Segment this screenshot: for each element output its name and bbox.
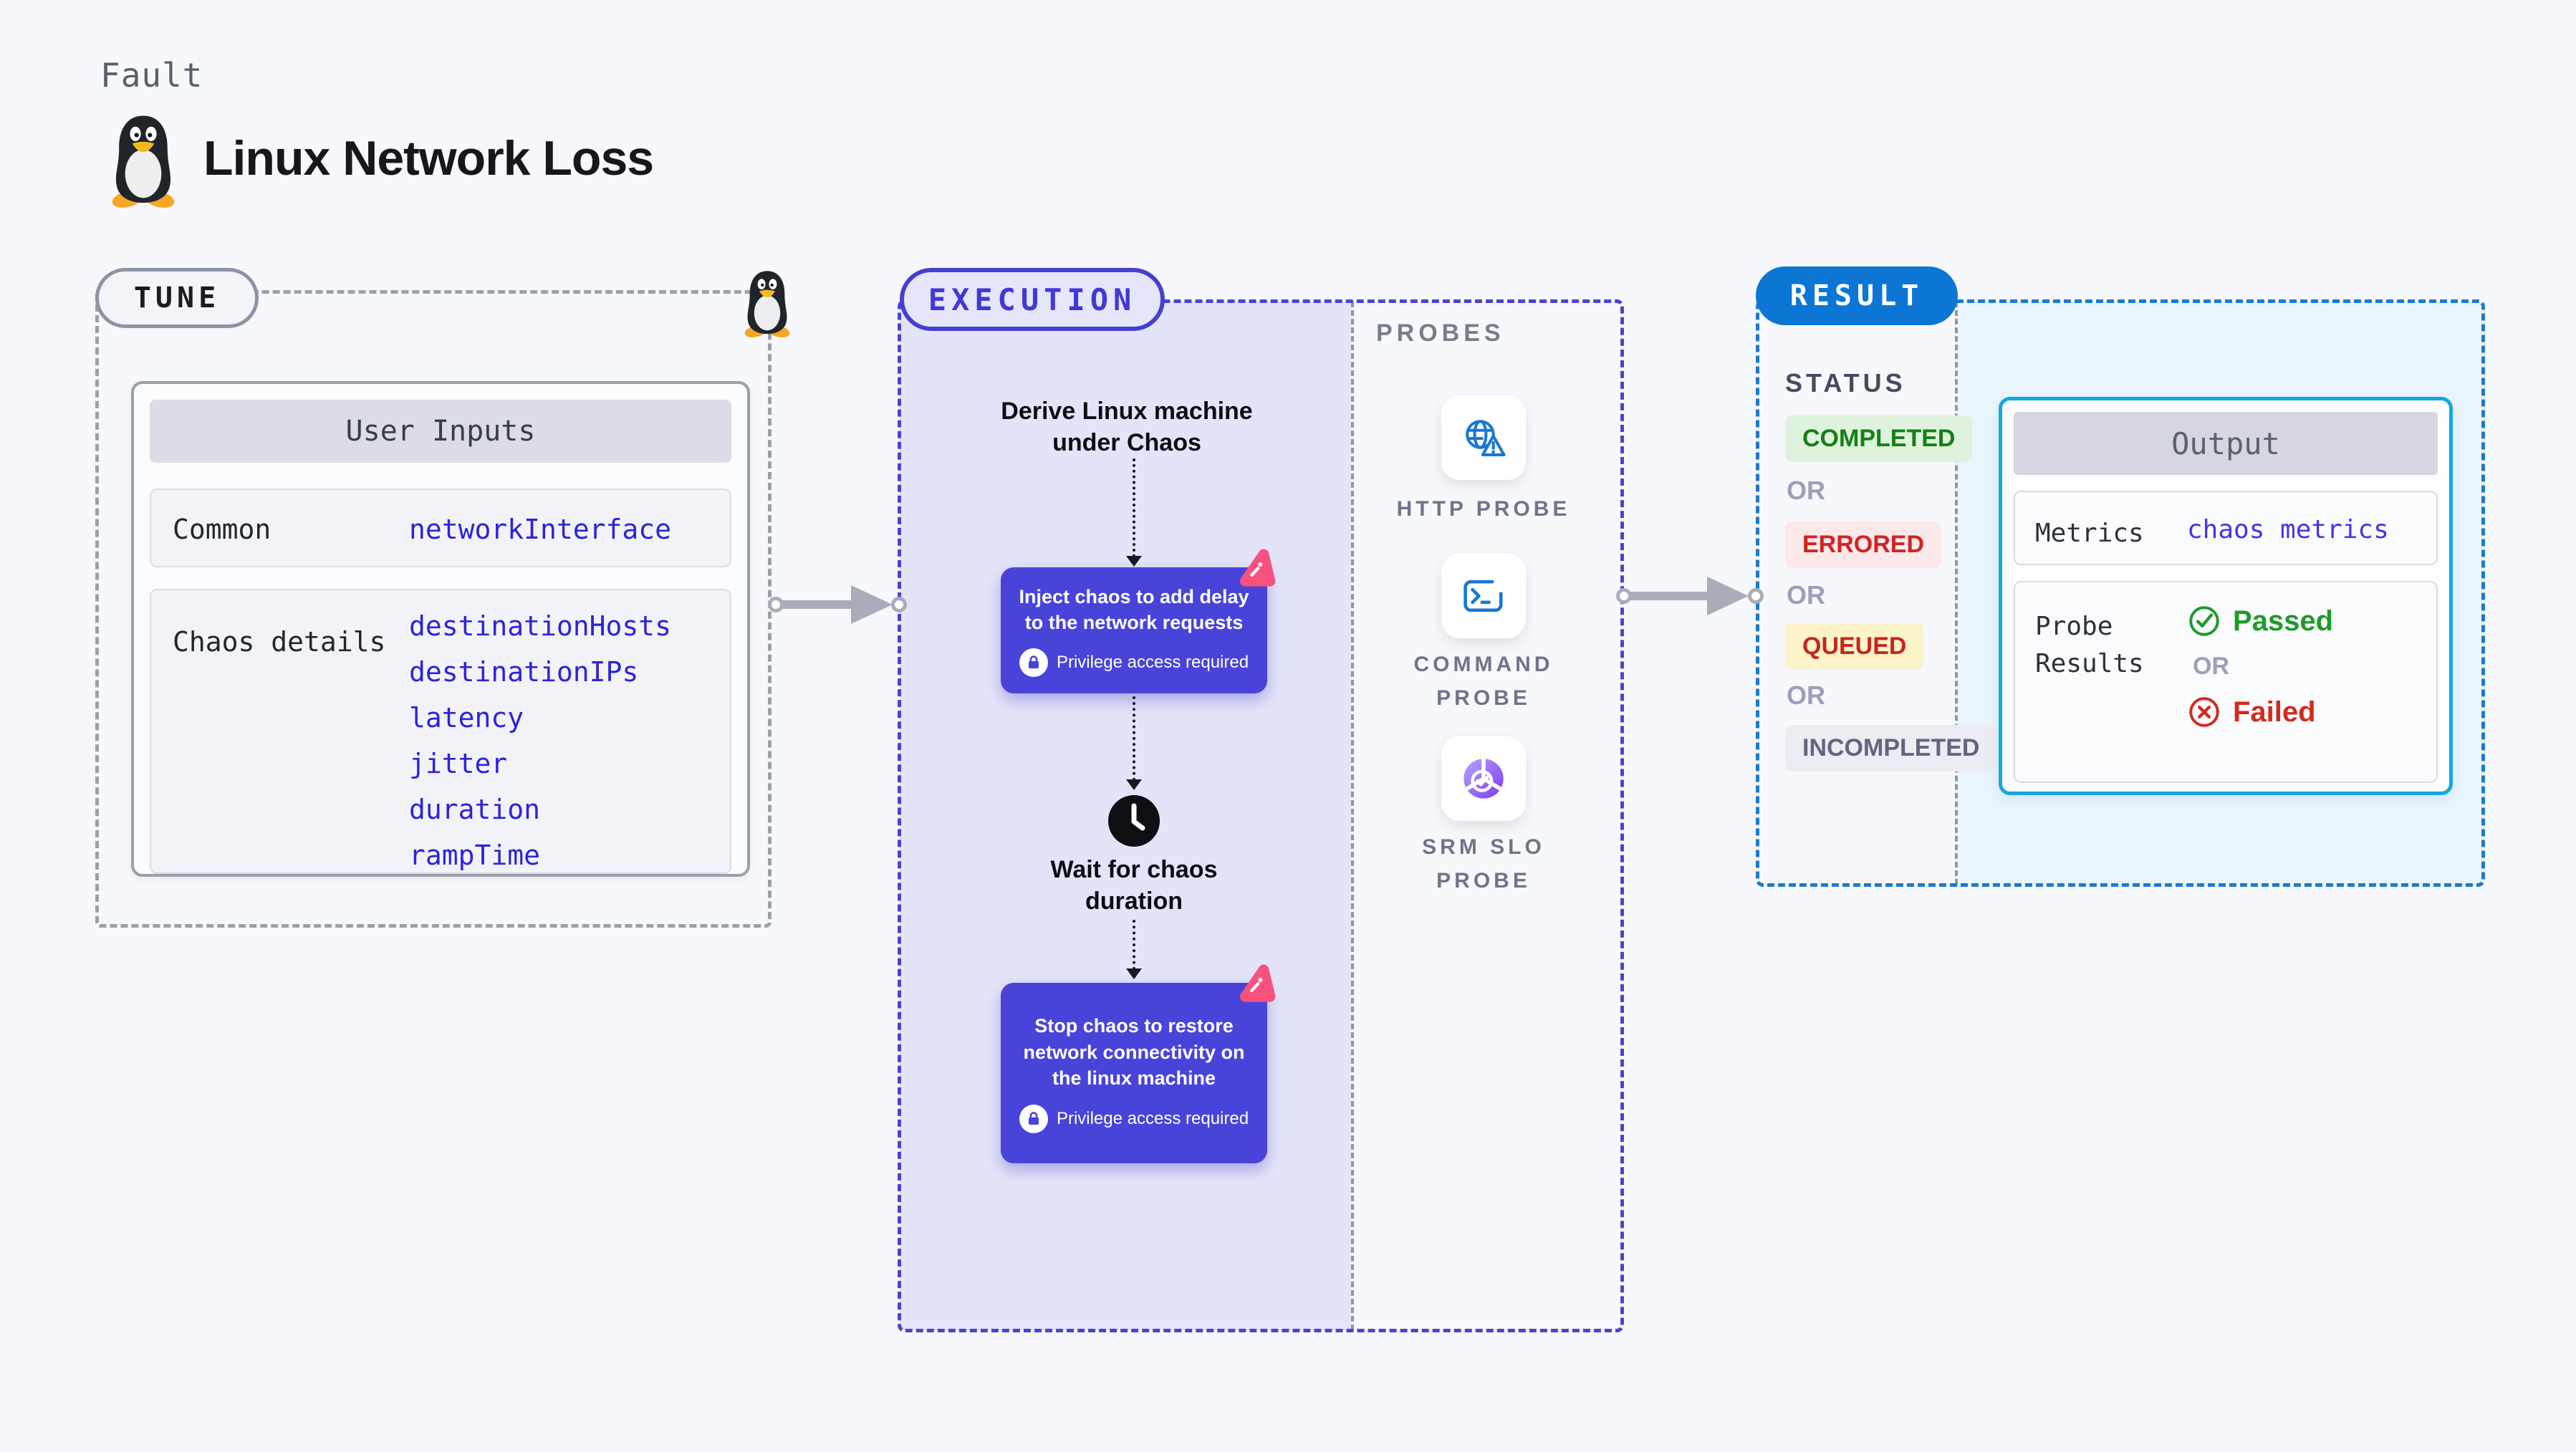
- output-panel: Output Metrics chaos metrics Probe Resul…: [1999, 397, 2453, 795]
- status-separator: OR: [1787, 681, 1825, 710]
- status-badge-completed: COMPLETED: [1785, 415, 1973, 462]
- chaos-logo-icon: [1239, 964, 1276, 1002]
- command-probe-label: COMMAND PROBE: [1413, 653, 1554, 710]
- clock-icon: [1108, 795, 1160, 847]
- execution-section-box: [898, 299, 1624, 1332]
- probes-title: PROBES: [1376, 319, 1505, 347]
- status-badge-queued: QUEUED: [1785, 623, 1924, 670]
- metrics-label: Metrics: [2035, 519, 2144, 548]
- status-separator: OR: [1787, 476, 1825, 505]
- status-output-divider: [1955, 302, 1958, 885]
- status-badge-errored: ERRORED: [1785, 521, 1942, 568]
- input-value: rampTime: [409, 840, 541, 871]
- output-title: Output: [2014, 412, 2438, 475]
- wait-step-text: Wait for chaos duration: [1050, 856, 1218, 915]
- execution-badge[interactable]: EXECUTION: [900, 268, 1165, 331]
- tune-badge[interactable]: TUNE: [95, 268, 259, 328]
- input-value: latency: [409, 702, 524, 734]
- metrics-row: Metrics chaos metrics: [2014, 491, 2438, 565]
- connector-arrow-icon: [1126, 968, 1142, 979]
- globe-alert-icon: [1466, 420, 1506, 456]
- failed-label: Failed: [2233, 696, 2316, 728]
- srm-slo-probe-label: SRM SLO PROBE: [1422, 835, 1545, 893]
- execution-probes-divider: [1351, 302, 1354, 1330]
- fault-kicker: Fault: [100, 56, 203, 95]
- user-inputs-card: User Inputs Common networkInterface Chao…: [131, 381, 750, 877]
- lock-icon: [1019, 1104, 1048, 1133]
- input-value: jitter: [409, 748, 508, 779]
- derive-step-text: Derive Linux machine under Chaos: [1001, 398, 1253, 457]
- inject-step-text: Inject chaos to add delay to the network…: [1019, 585, 1249, 633]
- lock-icon: [1019, 648, 1048, 678]
- user-inputs-row-common: Common networkInterface: [150, 489, 731, 567]
- privilege-note: Privilege access required: [1019, 1104, 1249, 1133]
- terminal-icon: [1464, 580, 1503, 612]
- http-probe-label: HTTP PROBE: [1396, 497, 1571, 521]
- connector-arrow-icon: [1126, 779, 1142, 790]
- privilege-note-text: Privilege access required: [1056, 1108, 1249, 1128]
- connector-arrow-icon: [1126, 556, 1142, 567]
- row-label: Chaos details: [173, 626, 386, 658]
- command-probe-card[interactable]: [1441, 554, 1526, 638]
- user-inputs-row-chaos-details: Chaos details destinationHosts destinati…: [150, 589, 731, 874]
- connector-wait-to-stop: [1133, 920, 1135, 970]
- input-value: destinationIPs: [409, 656, 639, 688]
- page-title: Linux Network Loss: [203, 131, 654, 186]
- http-probe-card[interactable]: [1441, 395, 1526, 480]
- status-title: STATUS: [1785, 368, 1906, 398]
- stop-step-text: Stop chaos to restore network connectivi…: [1023, 1015, 1245, 1090]
- connector-derive-to-inject: [1133, 458, 1135, 557]
- privilege-note: Privilege access required: [1019, 648, 1249, 678]
- status-badge-incompleted: INCOMPLETED: [1785, 725, 1997, 771]
- row-label: Common: [173, 514, 271, 545]
- inject-chaos-node: Inject chaos to add delay to the network…: [1001, 567, 1267, 693]
- tux-icon: [112, 115, 175, 208]
- probe-result-separator: OR: [2193, 653, 2229, 680]
- privilege-note-text: Privilege access required: [1056, 653, 1249, 673]
- chaos-logo-icon: [1239, 549, 1276, 587]
- status-separator: OR: [1787, 580, 1825, 610]
- connector-inject-to-wait: [1133, 696, 1135, 781]
- probe-results-row: Probe Results Passed OR Failed: [2014, 581, 2438, 783]
- stop-chaos-node: Stop chaos to restore network connectivi…: [1001, 983, 1267, 1163]
- metrics-value: chaos metrics: [2187, 515, 2389, 544]
- probe-result-passed: Passed: [2187, 604, 2333, 638]
- probe-result-failed: Failed: [2187, 695, 2316, 729]
- result-badge[interactable]: RESULT: [1756, 266, 1958, 325]
- input-value: destinationHosts: [409, 610, 672, 642]
- slo-donut-icon: [1464, 758, 1504, 799]
- srm-slo-probe-card[interactable]: [1441, 736, 1526, 821]
- input-value: duration: [409, 794, 541, 825]
- tux-icon-small: [744, 271, 790, 337]
- passed-label: Passed: [2233, 605, 2334, 637]
- input-value: networkInterface: [409, 514, 672, 545]
- x-circle-icon: [2189, 697, 2219, 727]
- check-circle-icon: [2189, 606, 2219, 636]
- probe-results-label: Probe Results: [2035, 612, 2144, 679]
- user-inputs-title: User Inputs: [150, 400, 731, 463]
